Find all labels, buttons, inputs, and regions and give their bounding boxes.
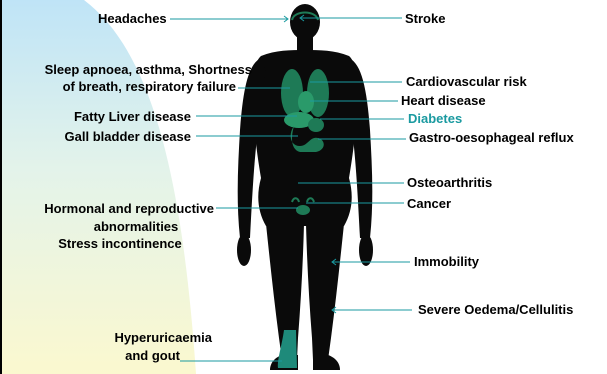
label-sleep-apnoea-line1: Sleep apnoea, asthma, Shortness [0, 62, 252, 77]
bladder [296, 205, 310, 215]
label-stress-incontinence: Stress incontinence [20, 236, 220, 251]
label-cardiovascular: Cardiovascular risk [406, 74, 527, 89]
label-osteoarthritis: Osteoarthritis [407, 175, 492, 190]
right-leg [306, 224, 344, 360]
label-gastro-reflux: Gastro-oesophageal reflux [409, 130, 574, 145]
stomach [308, 118, 324, 132]
label-headaches: Headaches [98, 11, 167, 26]
label-stroke: Stroke [405, 11, 445, 26]
head [290, 4, 320, 40]
left-hand [237, 234, 251, 266]
label-immobility: Immobility [414, 254, 479, 269]
neck [297, 36, 313, 52]
label-hormonal-line1: Hormonal and reproductive [0, 201, 214, 216]
label-sleep-apnoea-line2: of breath, respiratory failure [0, 79, 236, 94]
label-fatty-liver: Fatty Liver disease [0, 109, 191, 124]
left-lung [281, 69, 303, 117]
background-gradient [0, 0, 196, 374]
right-hand [359, 234, 373, 266]
torso [253, 50, 357, 226]
label-diabetes: Diabetes [408, 111, 462, 126]
label-heart-disease: Heart disease [401, 93, 486, 108]
label-gall-bladder: Gall bladder disease [0, 129, 191, 144]
label-oedema: Severe Oedema/Cellulitis [418, 302, 573, 317]
label-hormonal-line2: abnormalities [36, 219, 236, 234]
heart [298, 91, 314, 113]
label-hyperuricaemia-line1: Hyperuricaemia [0, 330, 212, 345]
label-cancer: Cancer [407, 196, 451, 211]
right-foot [313, 355, 340, 370]
body-silhouette [237, 4, 373, 370]
label-hyperuricaemia-line2: and gout [0, 348, 180, 363]
